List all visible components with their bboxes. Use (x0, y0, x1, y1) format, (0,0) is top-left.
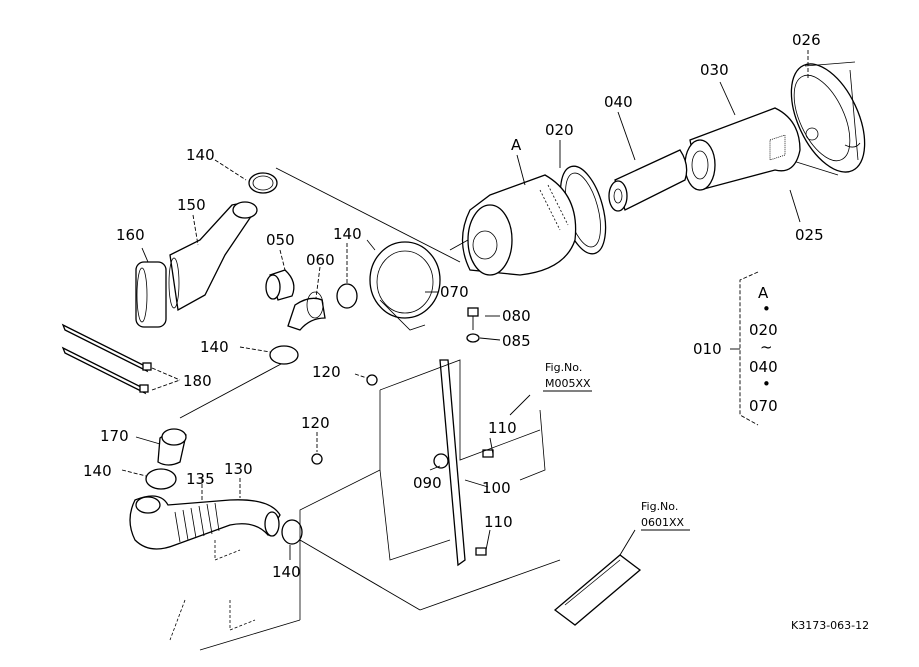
label-100: 100 (482, 479, 511, 497)
part-170-sleeve (157, 428, 187, 466)
label-010: 010 (693, 340, 722, 358)
part-180-cable-ties (61, 323, 152, 395)
label-110-lower: 110 (484, 513, 513, 531)
part-ref-0601xx (553, 554, 642, 626)
part-110-bolt-upper (482, 449, 494, 458)
label-150: 150 (177, 196, 206, 214)
assembly-item-range: ~ (760, 338, 773, 356)
assembly-item-A: A (758, 284, 769, 302)
label-140-lower: 140 (83, 462, 112, 480)
assembly-item-020: 020 (749, 321, 778, 339)
part-140-clamp-mid (336, 283, 358, 309)
label-080: 080 (502, 307, 531, 325)
part-026-end-cap (789, 61, 866, 176)
label-120-upper: 120 (312, 363, 341, 381)
fig-ref-caption-m005xx: Fig.No. (545, 361, 582, 374)
part-110-bolt-lower (475, 547, 487, 556)
label-140-top: 140 (186, 146, 215, 164)
part-060-elbow (287, 291, 326, 331)
part-130-hose (129, 495, 281, 550)
part-A-housing (449, 174, 577, 276)
label-085: 085 (502, 332, 531, 350)
label-070: 070 (440, 283, 469, 301)
label-030: 030 (700, 61, 729, 79)
part-040-inner-filter (608, 149, 688, 212)
part-150-intake-duct (168, 201, 258, 312)
fig-ref-code-0601xx[interactable]: 0601XX (641, 516, 685, 529)
label-120-lower: 120 (301, 414, 330, 432)
fig-ref-code-m005xx[interactable]: M005XX (545, 377, 591, 390)
label-040: 040 (604, 93, 633, 111)
label-135: 135 (186, 470, 215, 488)
part-140-clamp-right (281, 519, 303, 545)
part-085-washer (466, 333, 480, 343)
label-130: 130 (224, 460, 253, 478)
part-050-cap (265, 269, 295, 301)
part-100-stay (439, 359, 466, 567)
label-090: 090 (413, 474, 442, 492)
part-080-bolt (467, 307, 479, 330)
label-140-left: 140 (200, 338, 229, 356)
fig-ref-caption-0601xx: Fig.No. (641, 500, 678, 513)
label-026: 026 (792, 31, 821, 49)
label-050: 050 (266, 231, 295, 249)
label-020: 020 (545, 121, 574, 139)
label-160: 160 (116, 226, 145, 244)
label-170: 170 (100, 427, 129, 445)
part-160-cover (135, 261, 167, 328)
assembly-bracket (730, 271, 759, 426)
label-025: 025 (795, 226, 824, 244)
assembly-item-dot-1: • (762, 300, 771, 318)
label-140-mid: 140 (333, 225, 362, 243)
part-140-clamp-lower (145, 468, 177, 490)
label-110-upper: 110 (488, 419, 517, 437)
part-120-nut-lower (311, 453, 323, 465)
part-135-corrugated-section (174, 502, 220, 543)
leader-lines (121, 50, 809, 611)
label-140-right: 140 (272, 563, 301, 581)
assembly-item-dot-2: • (762, 375, 771, 393)
part-120-nut-upper (366, 374, 378, 386)
part-090-grommet (433, 453, 449, 469)
label-060: 060 (306, 251, 335, 269)
label-180: 180 (183, 372, 212, 390)
assembly-item-040: 040 (749, 358, 778, 376)
assembly-item-070: 070 (749, 397, 778, 415)
part-030-outer-filter (684, 107, 801, 191)
frame-outline (169, 359, 546, 651)
label-A: A (511, 136, 522, 154)
part-140-clamp-left (269, 345, 299, 365)
part-140-clamp-top (248, 172, 278, 194)
part-070-band (366, 239, 441, 331)
drawing-code: K3173-063-12 (791, 619, 869, 632)
